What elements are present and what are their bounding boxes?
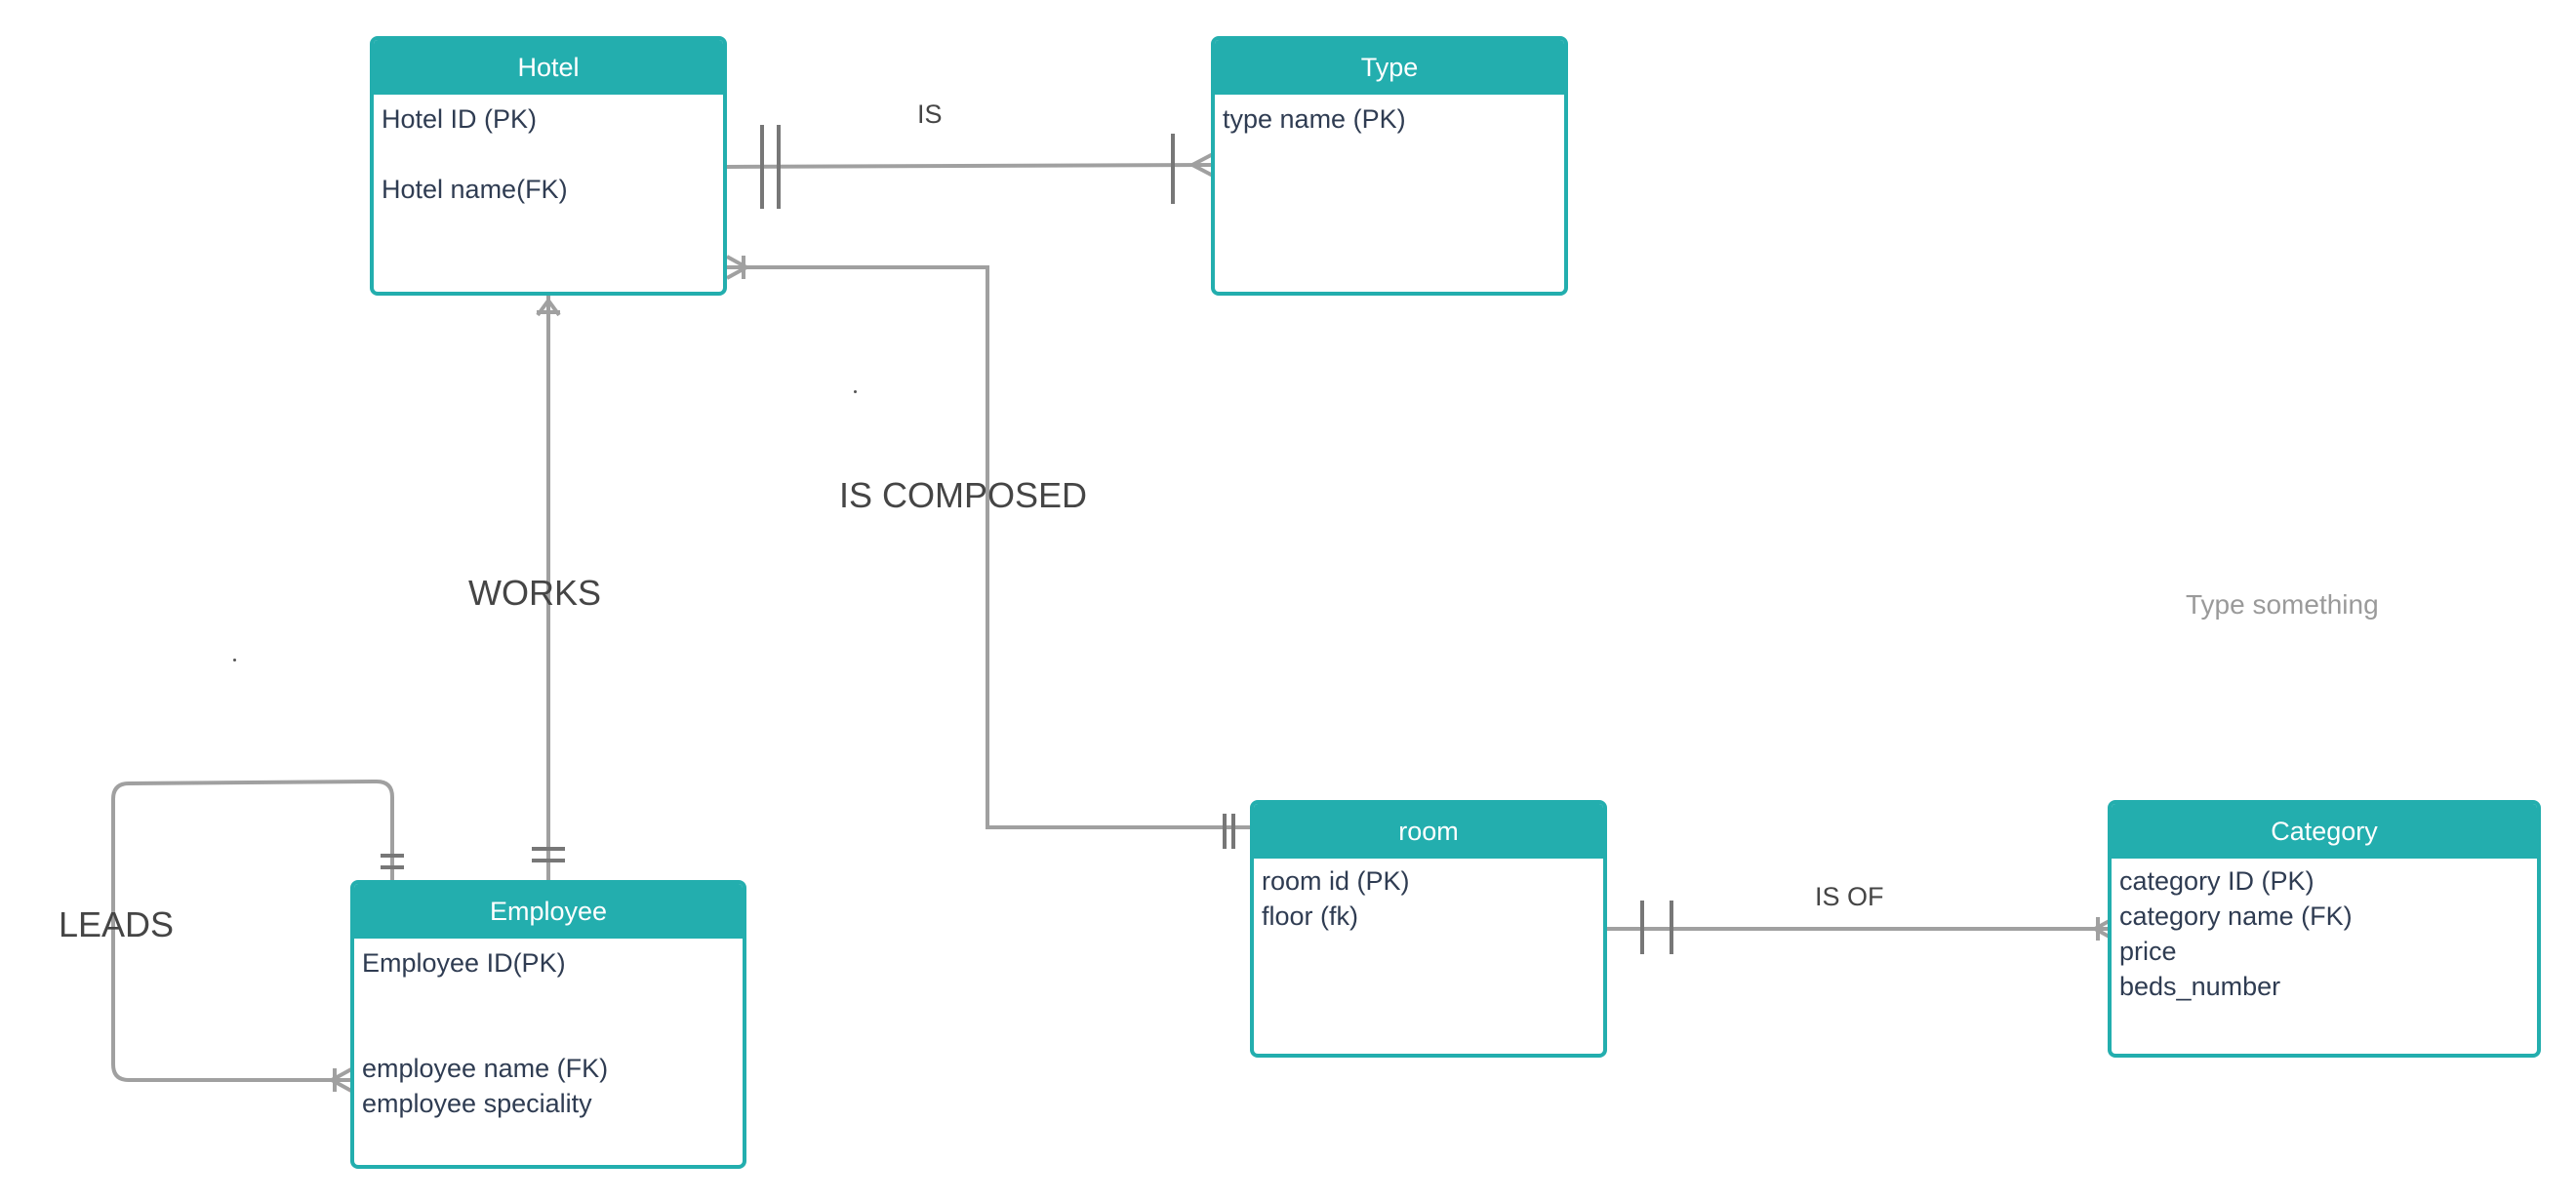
attribute: beds_number [2119,972,2281,1001]
attribute: Employee ID(PK) [362,948,566,978]
relationship-label-leads[interactable]: LEADS [59,904,175,944]
attribute: employee speciality [362,1089,592,1118]
connector-hotel-room [726,255,1251,849]
entity-title: Employee [354,884,743,939]
connector-hotel-employee [532,296,565,882]
attribute: Hotel name(FK) [382,175,568,204]
entity-title: room [1254,804,1603,859]
entity-title: Type [1215,40,1564,95]
entity-room[interactable]: room room id (PK) floor (fk) [1250,800,1607,1058]
relationship-label-is-of[interactable]: IS OF [1815,882,1884,911]
connector-employee-self [111,779,404,1093]
stray-dot [233,659,236,661]
entity-category[interactable]: Category category ID (PK) category name … [2108,800,2541,1058]
entity-type[interactable]: Type type name (PK) [1211,36,1568,296]
relationship-label-is-composed[interactable]: IS COMPOSED [839,475,1088,515]
entity-employee[interactable]: Employee Employee ID(PK) employee name (… [350,880,746,1169]
attribute: price [2119,937,2177,966]
attribute: employee name (FK) [362,1054,609,1083]
entity-title: Category [2112,804,2537,859]
connector-hotel-type [726,125,1214,209]
text-placeholder[interactable]: Type something [2186,589,2379,620]
attribute: room id (PK) [1262,866,1410,896]
relationship-label-works[interactable]: WORKS [468,573,602,613]
attribute: category ID (PK) [2119,866,2314,896]
entity-hotel[interactable]: Hotel Hotel ID (PK) Hotel name(FK) [370,36,727,296]
attribute: Hotel ID (PK) [382,104,538,134]
attribute: category name (FK) [2119,902,2353,931]
attribute: type name (PK) [1223,104,1406,134]
entity-title: Hotel [374,40,723,95]
stray-dot [854,390,857,393]
relationship-label-is[interactable]: IS [917,100,943,129]
attribute: floor (fk) [1262,902,1359,931]
